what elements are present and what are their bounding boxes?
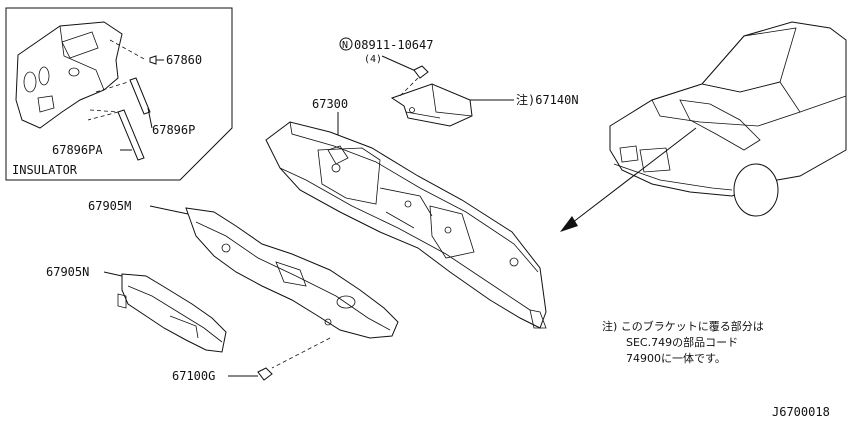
dash-panel-recess <box>327 145 349 165</box>
insulator-hole-1 <box>23 71 37 93</box>
dash-panel-hole-3 <box>444 226 452 234</box>
panel-67905M-hole-3 <box>324 318 332 326</box>
car-side-line <box>799 95 847 113</box>
note-line-2: SEC.749の部品コード <box>626 335 738 349</box>
dash-panel-67300: 67300 <box>265 97 547 329</box>
dash-panel-flange <box>529 309 547 329</box>
fastener-dashed <box>271 337 331 369</box>
n-circle-icon <box>339 37 353 51</box>
dash-panel-hole-1 <box>331 163 341 173</box>
insulator-hole-3 <box>68 67 80 77</box>
clip-08911-icon <box>413 65 429 79</box>
leader-67896P <box>147 107 153 129</box>
car-headlight <box>619 145 639 163</box>
leader-08911 <box>381 55 419 73</box>
dash-panel-lower-edge <box>279 167 531 311</box>
inset-dashed-1 <box>95 81 129 93</box>
insulator-cutout <box>61 31 99 59</box>
bracket-dashed <box>397 77 419 99</box>
clip-67860-icon <box>149 55 157 65</box>
leader-67905N <box>103 271 123 277</box>
panel-67905N-cut <box>169 315 199 339</box>
inset-dashed-2 <box>87 109 119 121</box>
insulator-inset: 67860 67896P 67896PA INSULATOR <box>5 7 233 181</box>
insulator-sheet <box>15 21 123 129</box>
panel-67905N-tab <box>117 293 127 309</box>
vehicle-overview <box>560 21 847 232</box>
bracket-67140N <box>390 83 473 127</box>
label-67905M: 67905M <box>88 199 131 213</box>
car-engine-bay-panel <box>679 99 761 151</box>
panel-67905N-ridge <box>127 285 223 343</box>
insulator-hole-2 <box>38 66 50 86</box>
dash-panel-upper-lip <box>289 121 539 273</box>
car-wheel <box>733 163 779 217</box>
car-bumper <box>613 163 733 191</box>
bracket-group: N 08911-10647 (4) 注)67140N <box>339 37 579 127</box>
location-arrow-line <box>567 127 697 227</box>
dash-panel-hole-2 <box>404 200 412 208</box>
dash-panel-hole-4 <box>509 257 519 267</box>
panel-67905M-outline <box>185 207 399 339</box>
panel-67905M-hole-1 <box>221 243 231 253</box>
label-67300: 67300 <box>312 97 348 111</box>
label-67896P: 67896P <box>152 123 195 137</box>
note-line-3: 74900に一体です。 <box>626 351 726 365</box>
panel-67905M-cutout <box>275 261 307 287</box>
inset-frame <box>5 7 233 181</box>
panel-67905M-ridge <box>195 221 391 331</box>
panel-67905N-outline <box>121 273 227 353</box>
label-67860: 67860 <box>166 53 202 67</box>
panel-67905M-hole-2 <box>336 295 356 309</box>
insulator-strip-pa <box>117 109 145 161</box>
label-67905N: 67905N <box>46 265 89 279</box>
note-line-1: 注) このブラケットに覆る部分は <box>602 319 764 333</box>
label-67100G: 67100G <box>172 369 215 383</box>
label-insulator: INSULATOR <box>12 163 78 177</box>
label-08911: 08911-10647 <box>354 38 433 52</box>
insulator-cutout-2 <box>37 95 55 113</box>
leader-67905M <box>149 205 189 215</box>
label-n-mark: N <box>342 40 348 51</box>
car-body <box>609 21 847 197</box>
diagram-code: J6700018 <box>772 405 830 419</box>
footnote: 注) このブラケットに覆る部分は SEC.749の部品コード 74900に一体で… <box>602 319 764 365</box>
label-67140N: 注)67140N <box>516 92 579 107</box>
label-08911-qty: (4) <box>364 54 382 65</box>
bracket-detail <box>405 83 473 119</box>
insulator-67905M: 67905M <box>88 199 399 339</box>
location-arrow-head <box>560 216 578 232</box>
dash-panel-ridge <box>379 187 433 229</box>
fastener-icon <box>257 367 273 381</box>
insulator-fold <box>59 25 105 91</box>
insulator-strip-p <box>129 77 151 115</box>
car-grille <box>639 147 671 173</box>
bracket-hole <box>409 107 415 113</box>
dash-panel-right-box <box>429 205 475 259</box>
insulator-67905N: 67905N <box>46 265 227 353</box>
dash-panel-raised-block <box>317 147 381 205</box>
label-67896PA: 67896PA <box>52 143 103 157</box>
fastener-67100G: 67100G <box>172 337 331 383</box>
